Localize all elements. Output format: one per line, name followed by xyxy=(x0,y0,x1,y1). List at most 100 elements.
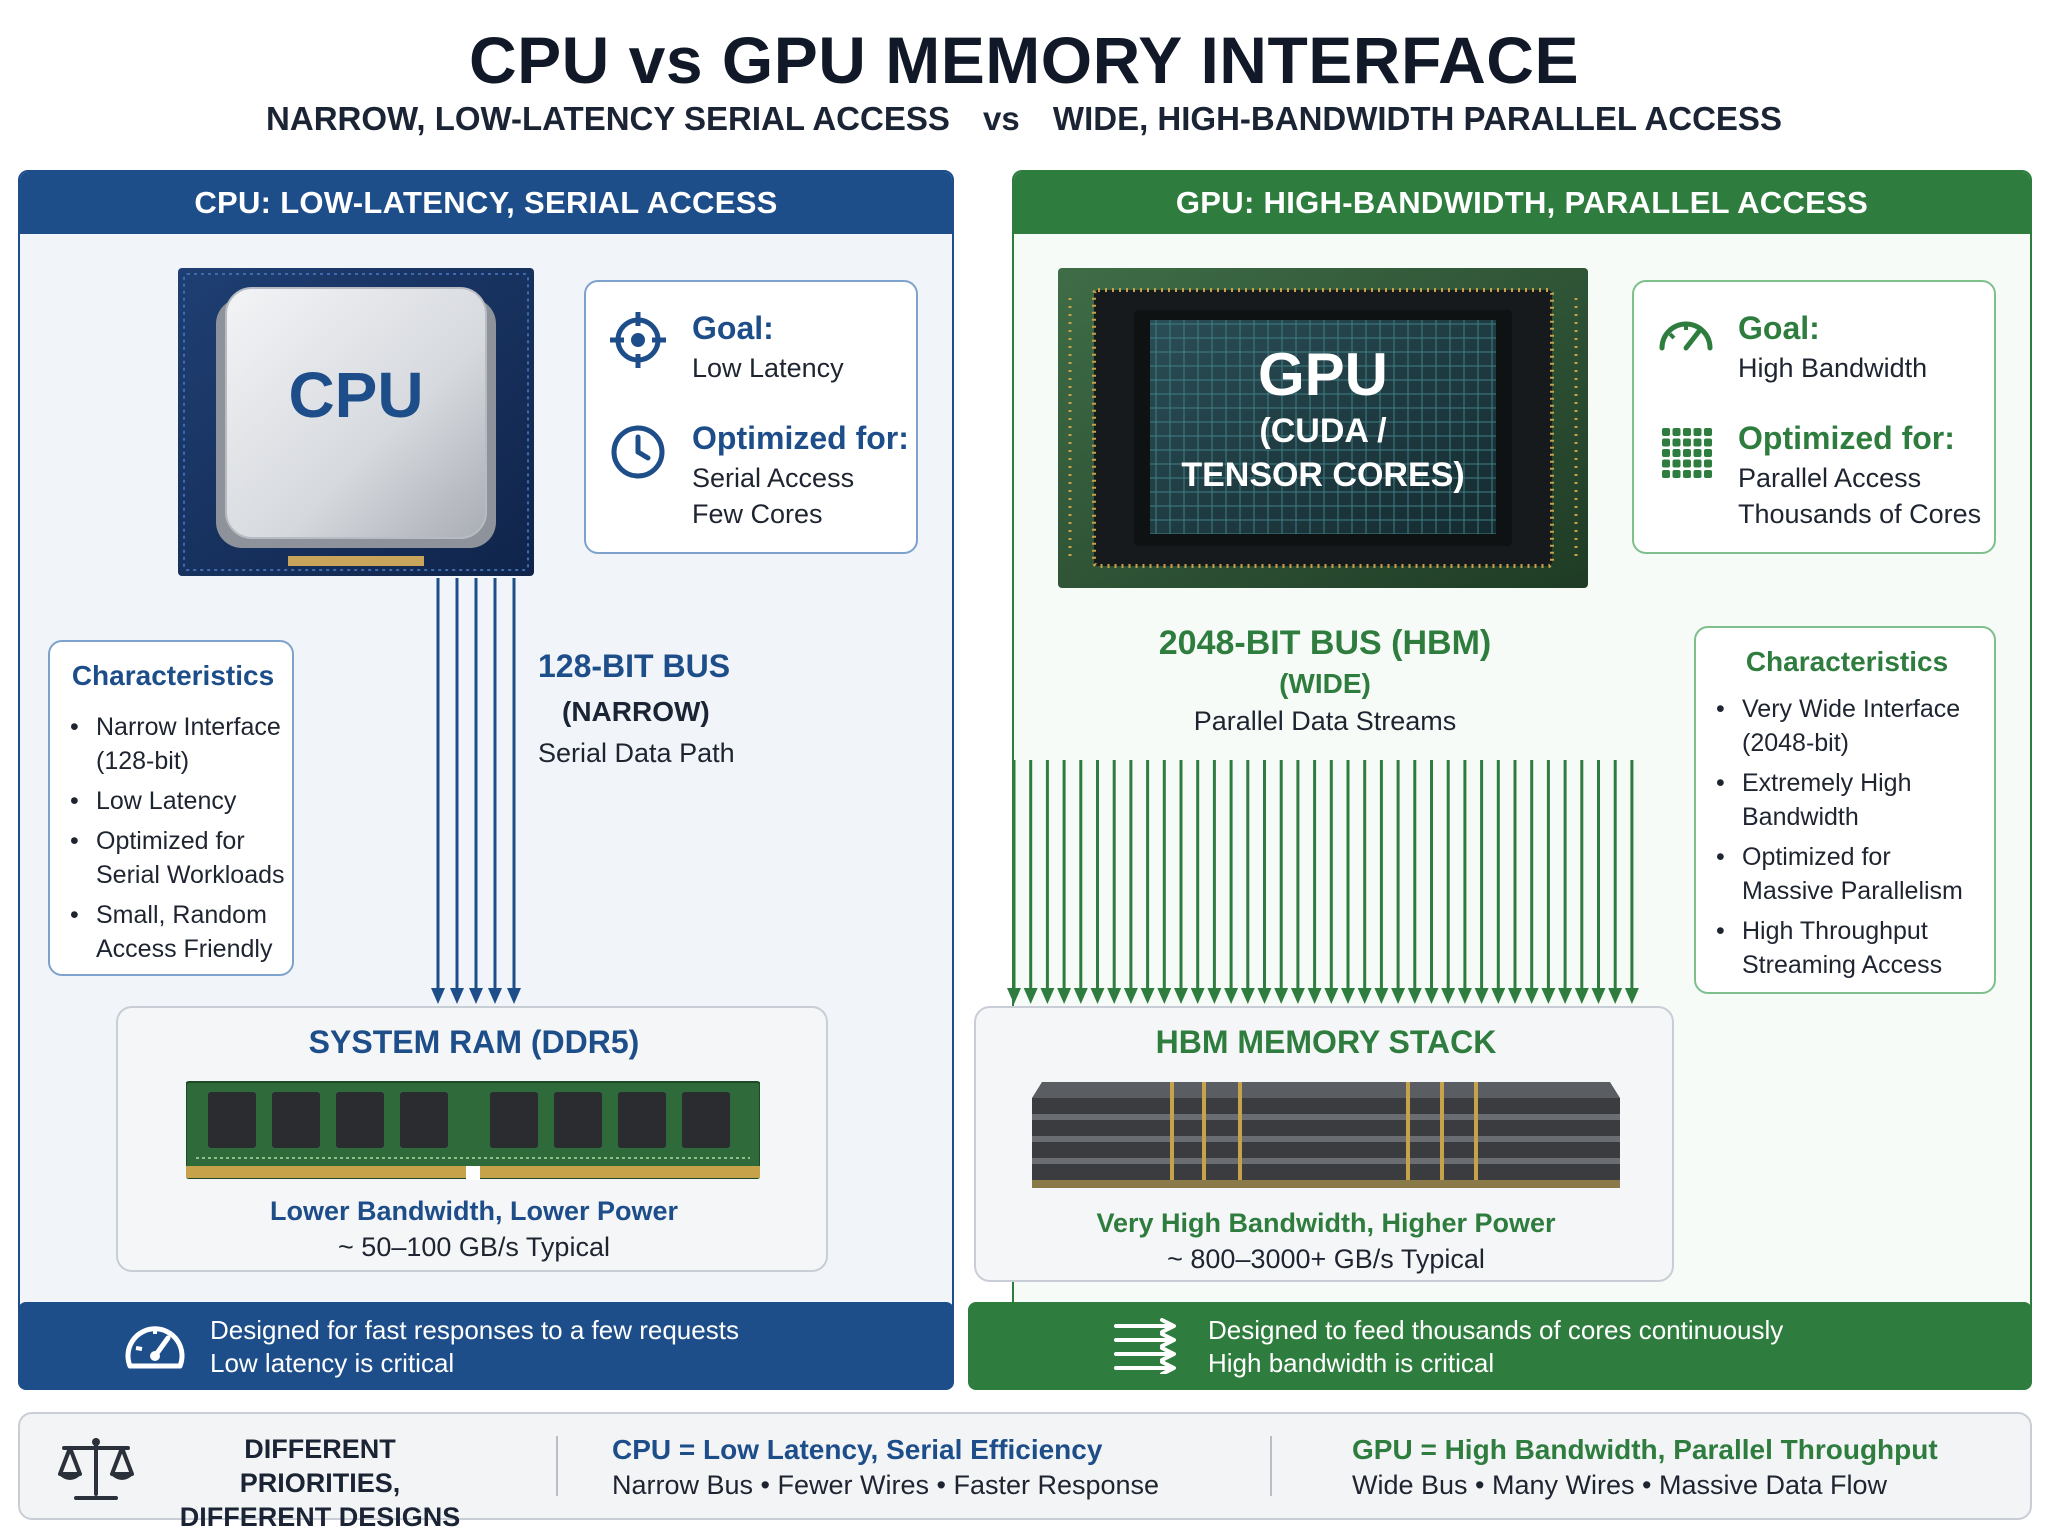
core-cell xyxy=(1704,459,1712,468)
gpu-bus-wire xyxy=(1023,760,1038,1004)
gpu-characteristics-box: Characteristics Very Wide Interface(2048… xyxy=(1694,626,1996,994)
summary-gpu-title: GPU = High Bandwidth, Parallel Throughpu… xyxy=(1352,1434,1938,1465)
system-ram-bandwidth: ~ 50–100 GB/s Typical xyxy=(338,1232,610,1262)
crosshair-icon xyxy=(608,310,668,375)
gpu-bus-wire xyxy=(1090,760,1105,1004)
core-cell xyxy=(1683,428,1691,436)
gpu-bus-wire xyxy=(1591,760,1606,1004)
cpu-bus-wire xyxy=(488,578,502,1004)
gpu-panel-title: GPU: HIGH-BANDWIDTH, PARALLEL ACCESS xyxy=(1014,172,2030,234)
summary-cpu-text: Narrow Bus • Fewer Wires • Faster Respon… xyxy=(612,1470,1160,1500)
gpu-bus-wire xyxy=(1341,760,1355,1004)
subtitle-left: NARROW, LOW-LATENCY SERIAL ACCESS xyxy=(266,100,950,137)
page-subtitle: NARROW, LOW-LATENCY SERIAL ACCESS vs WID… xyxy=(0,100,2048,138)
summary-divider-2 xyxy=(1270,1436,1272,1496)
speedometer-icon xyxy=(122,1316,188,1381)
gpu-bus-wire xyxy=(1491,760,1506,1004)
cpu-bus-sub: (NARROW) xyxy=(562,696,710,727)
system-ram-box: SYSTEM RAM (DDR5) Lower Bandwidth, Lower… xyxy=(116,1006,828,1272)
core-cell xyxy=(1704,428,1712,436)
core-cell xyxy=(1672,449,1681,457)
gpu-bus-sub: (WIDE) xyxy=(1279,668,1371,699)
cpu-footer-bar: Designed for fast responses to a few req… xyxy=(18,1302,954,1390)
gpu-bus-wire xyxy=(1624,760,1639,1004)
gpu-goal-text: High Bandwidth xyxy=(1738,353,1928,383)
core-cell xyxy=(1693,438,1702,447)
gpu-bus-wire xyxy=(1123,760,1138,1004)
gpu-bus-wire xyxy=(1307,760,1322,1004)
subtitle-right: WIDE, HIGH-BANDWIDTH PARALLEL ACCESS xyxy=(1052,100,1782,137)
summary-left-line-1: DIFFERENT PRIORITIES, xyxy=(239,1434,401,1498)
cpu-optimized-line-2: Few Cores xyxy=(692,499,823,529)
gpu-bus-wire xyxy=(1240,760,1255,1004)
cpu-bus-note: Serial Data Path xyxy=(538,738,735,768)
summary-bar: DIFFERENT PRIORITIES, DIFFERENT DESIGNS … xyxy=(18,1412,2032,1532)
gpu-chip: GPU (CUDA / TENSOR CORES) xyxy=(1058,268,1588,588)
balance-scale-icon xyxy=(54,1434,138,1509)
core-cell xyxy=(1693,459,1702,468)
gpu-bus-wire xyxy=(1474,760,1489,1004)
core-cell xyxy=(1662,438,1670,447)
core-cell xyxy=(1693,449,1702,457)
cpu-bus-wires xyxy=(431,578,521,1004)
gpu-bus-wire xyxy=(1424,760,1439,1004)
gpu-bus-wire xyxy=(1174,760,1188,1004)
gpu-characteristics-list: Very Wide Interface(2048-bit) Extremely … xyxy=(1702,686,1994,982)
core-cell xyxy=(1672,428,1681,436)
system-ram-title: SYSTEM RAM (DDR5) xyxy=(308,1024,640,1060)
hbm-stack-caption: Very High Bandwidth, Higher Power xyxy=(1096,1208,1556,1238)
gpu-optimized-line-2: Thousands of Cores xyxy=(1738,499,1982,529)
core-cell xyxy=(1662,459,1670,468)
gpu-bus-wire xyxy=(1441,760,1456,1004)
list-item: Narrow Interface(128-bit) xyxy=(56,710,292,778)
core-cell xyxy=(1704,449,1712,457)
gpu-optimized-line-1: Parallel Access xyxy=(1738,463,1922,493)
core-cell xyxy=(1704,438,1712,447)
gpu-chip-sub-2: TENSOR CORES) xyxy=(1181,456,1465,494)
ddr5-module xyxy=(186,1081,760,1180)
cpu-bus-wire xyxy=(431,578,445,1004)
cpu-bus-wire xyxy=(507,578,521,1004)
gpu-bus-wire xyxy=(1457,760,1472,1004)
gpu-bus-wire xyxy=(1508,760,1522,1004)
core-cell xyxy=(1672,470,1681,478)
gpu-bus-wire xyxy=(1524,760,1539,1004)
cpu-footer-line-2: Low latency is critical xyxy=(210,1348,455,1378)
gpu-bus-wire xyxy=(1224,760,1239,1004)
summary-left-line-2: DIFFERENT DESIGNS xyxy=(179,1502,461,1532)
gpu-bus-wire xyxy=(1107,760,1122,1004)
cpu-goal-title: Goal: xyxy=(692,310,774,346)
gpu-bus-wire xyxy=(1190,760,1205,1004)
parallel-arrows-icon xyxy=(1112,1318,1182,1379)
gpu-bus-wire xyxy=(1391,760,1406,1004)
cpu-characteristics-list: Narrow Interface(128-bit) Low Latency Op… xyxy=(56,704,292,966)
gpu-chip-label: GPU xyxy=(1257,341,1389,408)
core-cell xyxy=(1662,449,1670,457)
gpu-bus-wire xyxy=(1558,760,1573,1004)
hbm-stack-box: HBM MEMORY STACK Very High Bandwidth, Hi… xyxy=(974,1006,1674,1282)
gpu-bus-wire xyxy=(1057,760,1072,1004)
cpu-bus-wire xyxy=(450,578,464,1004)
gpu-bus-wire xyxy=(1274,760,1289,1004)
cpu-goal-text: Low Latency xyxy=(692,353,844,383)
gpu-chip-sub-1: (CUDA / xyxy=(1259,412,1387,450)
gpu-footer-bar: Designed to feed thousands of cores cont… xyxy=(968,1302,2032,1390)
core-cell xyxy=(1683,459,1691,468)
gpu-bus-wire xyxy=(1157,760,1172,1004)
core-cell xyxy=(1672,459,1681,468)
gpu-bus-title: 2048-BIT BUS (HBM) xyxy=(1158,624,1492,662)
cpu-bus-wire xyxy=(469,578,483,1004)
summary-cpu-title: CPU = Low Latency, Serial Efficiency xyxy=(612,1434,1103,1465)
summary-gpu-text: Wide Bus • Many Wires • Massive Data Flo… xyxy=(1352,1470,1888,1500)
hbm-stack-bandwidth: ~ 800–3000+ GB/s Typical xyxy=(1167,1244,1485,1274)
gauge-icon xyxy=(1656,308,1716,361)
gpu-bus-wire xyxy=(1324,760,1339,1004)
gpu-footer-line-1: Designed to feed thousands of cores cont… xyxy=(1208,1315,1784,1345)
gpu-bus-wire xyxy=(1574,760,1589,1004)
gpu-bus-wire xyxy=(1040,760,1055,1004)
cpu-chip: CPU xyxy=(178,268,534,576)
gpu-bus-wire xyxy=(1290,760,1305,1004)
